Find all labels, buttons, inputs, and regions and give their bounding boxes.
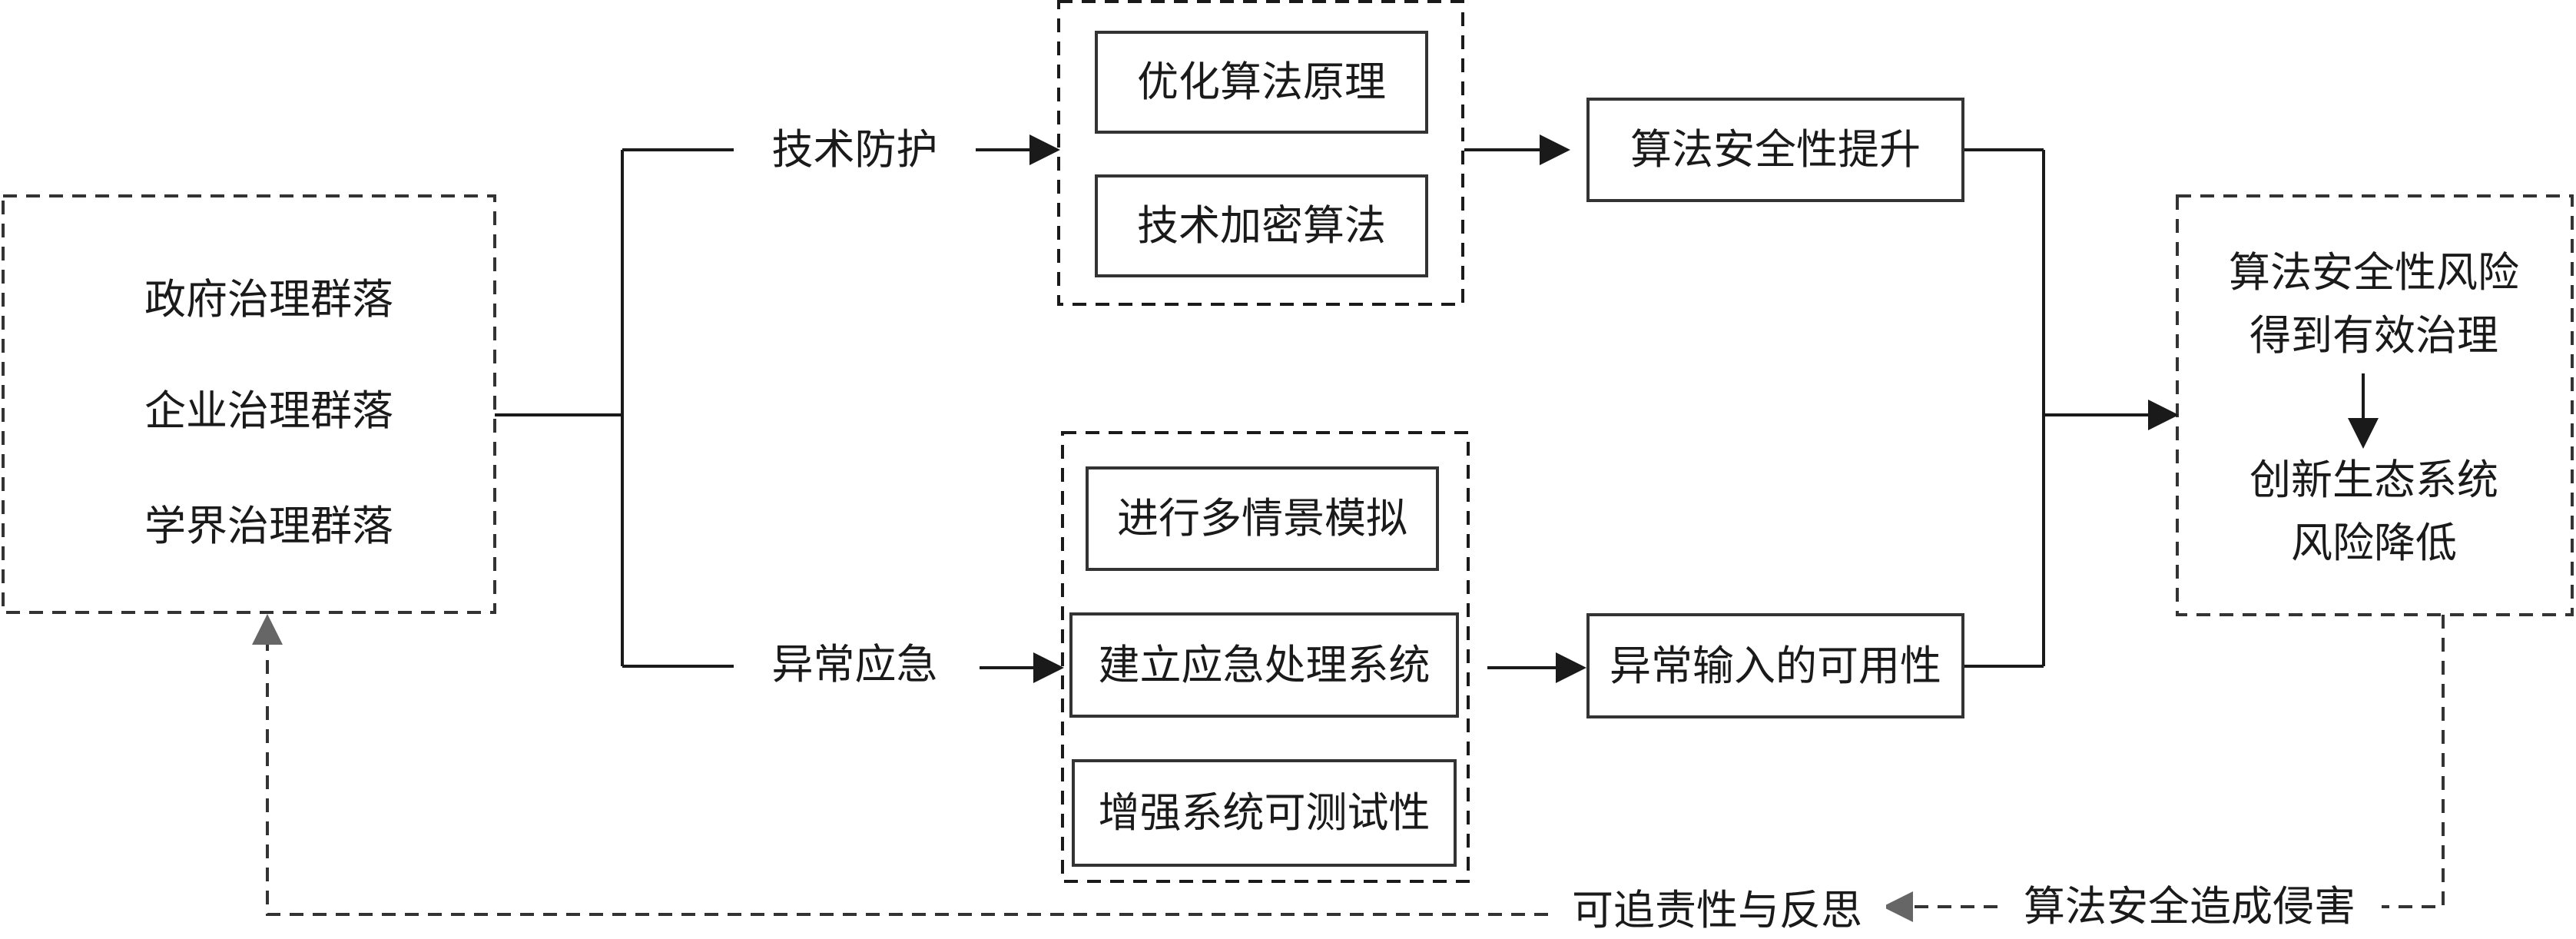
feedback-left-segment [252, 614, 1548, 916]
branch-anomaly-emergency: 异常应急 [771, 640, 938, 688]
actor-enterprise: 企业治理群落 [144, 387, 393, 435]
actors-group-border [2, 194, 496, 614]
measure-build-system-box: 建立应急处理系统 [1069, 612, 1459, 718]
result-line-4: 风险降低 [2291, 519, 2457, 567]
measure-testability-box: 增强系统可测试性 [1072, 759, 1457, 867]
measure-encrypt-box: 技术加密算法 [1095, 174, 1428, 277]
feedback-harm-label: 算法安全造成侵害 [1997, 880, 2382, 934]
measure-simulate-box: 进行多情景模拟 [1086, 466, 1439, 571]
feedback-accountability-label: 可追责性与反思 [1548, 884, 1886, 937]
tech-measures-group-border [1057, 0, 1464, 306]
actor-government: 政府治理群落 [144, 275, 393, 324]
outcome-security-up-box: 算法安全性提升 [1586, 98, 1964, 202]
result-line-3: 创新生态系统 [2249, 456, 2498, 504]
result-line-2: 得到有效治理 [2249, 311, 2498, 360]
actor-academia: 学界治理群落 [144, 502, 393, 550]
result-line-1: 算法安全性风险 [2229, 248, 2519, 297]
measure-optimize-box: 优化算法原理 [1095, 31, 1428, 134]
feedback-right-segment [2382, 615, 2445, 908]
branch-tech-protection: 技术防护 [771, 125, 938, 174]
outcome-availability-box: 异常输入的可用性 [1586, 613, 1964, 718]
